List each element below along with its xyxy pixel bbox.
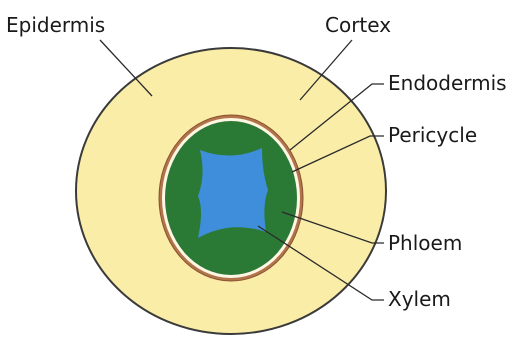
cortex-label: Cortex: [325, 13, 391, 37]
xylem-region: [198, 148, 268, 238]
xylem-label: Xylem: [388, 287, 451, 311]
endodermis-label: Endodermis: [388, 71, 507, 95]
epidermis-label: Epidermis: [6, 13, 105, 37]
pericycle-label: Pericycle: [388, 123, 477, 147]
phloem-label: Phloem: [388, 231, 462, 255]
